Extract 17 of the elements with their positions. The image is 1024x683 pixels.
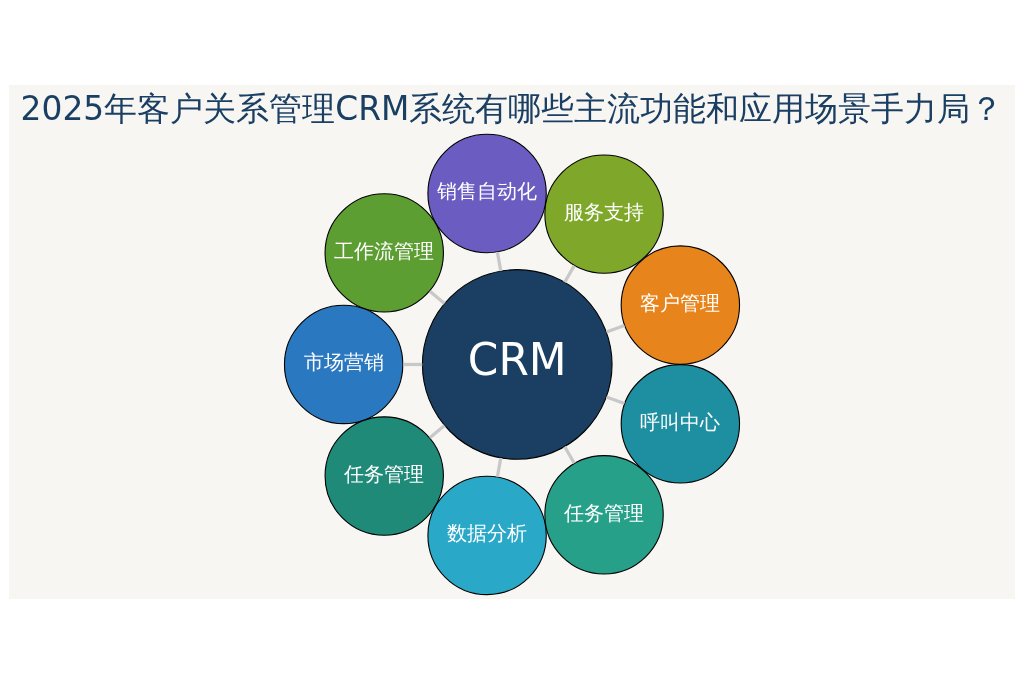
node-circle: CRM (421, 268, 613, 460)
node-circle: 市场营销 (283, 304, 404, 424)
node-circle: 服务支持 (544, 153, 664, 274)
connector (563, 445, 576, 464)
connector (495, 251, 503, 271)
diagram-title: 2025年客户关系管理CRM系统有哪些主流功能和应用场景手力局？ (20, 88, 1004, 128)
connector (428, 289, 446, 305)
connector (605, 394, 625, 405)
connector (428, 423, 446, 439)
node-circle: 任务管理 (544, 454, 664, 575)
connector (563, 264, 576, 283)
node-circle: 呼叫中心 (620, 363, 741, 484)
connector (495, 457, 503, 477)
connector (403, 362, 423, 366)
connector (605, 323, 625, 334)
node-circle: 客户管理 (620, 244, 741, 365)
node-circle: 数据分析 (427, 475, 547, 595)
